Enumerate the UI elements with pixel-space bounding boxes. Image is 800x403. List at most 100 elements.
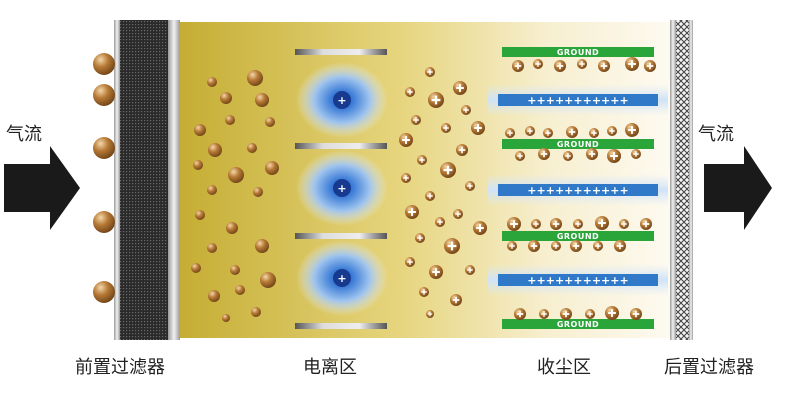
charge-symbol (463, 107, 469, 113)
ionizer-plate (295, 49, 387, 55)
post-filter-caption: 后置过滤器 (664, 357, 754, 378)
charge-symbol (632, 310, 640, 318)
charge-symbol (421, 289, 427, 295)
dust-particle (93, 84, 115, 106)
charge-symbol (403, 175, 409, 181)
dust-particle (195, 210, 205, 220)
charge-symbol (456, 84, 464, 92)
charge-symbol (591, 130, 597, 136)
charge-symbol (565, 153, 571, 159)
charged-plate (498, 94, 658, 106)
charge-symbol (417, 235, 423, 241)
charged-plate-label: +++++++++++ (527, 184, 628, 197)
charge-symbol (598, 219, 606, 227)
charge-symbol (628, 126, 636, 134)
charge-symbol (595, 243, 601, 249)
collection-zone-caption: 收尘区 (537, 357, 591, 378)
dust-particle (251, 307, 261, 317)
ground-plate-label: GROUND (557, 140, 599, 149)
charge-symbol (556, 62, 564, 70)
charge-symbol (407, 259, 413, 265)
charge-symbol (443, 125, 449, 131)
charge-symbol (413, 117, 419, 123)
charge-symbol (516, 310, 524, 318)
charge-symbol (610, 152, 618, 160)
ionization-zone-caption: 电离区 (303, 357, 357, 378)
charge-symbol (407, 89, 413, 95)
charge-symbol (545, 130, 551, 136)
charge-symbol (553, 243, 559, 249)
dust-particle (225, 115, 235, 125)
charge-symbol (476, 224, 484, 232)
dust-particle (253, 187, 263, 197)
right-arrow-icon (4, 146, 80, 230)
charge-symbol (514, 62, 522, 70)
ion-wire (333, 91, 351, 109)
charge-symbol (402, 136, 410, 144)
ground-plate-label: GROUND (557, 48, 599, 57)
ionizer-plate (295, 233, 387, 239)
dust-particle (93, 53, 115, 75)
dust-particle (222, 314, 230, 322)
charge-symbol (562, 310, 570, 318)
ion-symbol: + (337, 272, 346, 285)
charge-symbol (588, 150, 596, 158)
charge-symbol (517, 153, 523, 159)
ground-plate (502, 231, 654, 241)
charged-plate-label: +++++++++++ (527, 274, 628, 287)
ionization-electrodes: +++ (295, 49, 388, 329)
charge-symbol (568, 128, 576, 136)
dust-particle (194, 124, 206, 136)
charge-symbol (642, 220, 650, 228)
dust-particle (207, 243, 217, 253)
charge-symbol (530, 242, 538, 250)
ground-plate-label: GROUND (557, 232, 599, 241)
charge-symbol (587, 311, 593, 317)
charge-symbol (572, 242, 580, 250)
dust-particle (207, 185, 217, 195)
charge-symbol (628, 60, 636, 68)
dust-particle (247, 143, 257, 153)
dust-particle (226, 222, 238, 234)
airflow-in-label: 气流 (6, 124, 42, 145)
dust-particle (260, 272, 276, 288)
ionizer-plate (295, 143, 387, 149)
ground-plate-label: GROUND (557, 320, 599, 329)
ion-wire (333, 269, 351, 287)
ion-symbol: + (337, 182, 346, 195)
ground-plate (502, 319, 654, 329)
pre-filter-caption: 前置过滤器 (75, 357, 165, 378)
charge-symbol (616, 242, 624, 250)
dust-particle (235, 285, 245, 295)
charge-symbol (474, 124, 482, 132)
dust-particle (265, 117, 275, 127)
charge-symbol (432, 268, 440, 276)
charge-symbol (575, 221, 581, 227)
charge-symbol (458, 146, 466, 154)
dust-particle (93, 211, 115, 233)
charge-symbol (533, 221, 539, 227)
charge-symbol (408, 208, 416, 216)
charge-symbol (621, 221, 627, 227)
right-arrow-icon (704, 146, 772, 230)
charge-symbol (419, 157, 425, 163)
collection-plates: GROUND GROUND GROUND GROUND +++++++++++ +++++… (488, 47, 668, 329)
charge-symbol (427, 193, 433, 199)
charge-symbol (467, 183, 473, 189)
charge-symbol (427, 311, 433, 317)
dust-particle (255, 93, 269, 107)
dust-particles (93, 53, 656, 322)
charge-symbol (646, 62, 654, 70)
dust-particle (93, 281, 115, 303)
dust-particle (255, 239, 269, 253)
ground-plate (502, 139, 654, 149)
dust-particle (265, 161, 279, 175)
charge-symbol (541, 311, 547, 317)
dust-particle (208, 143, 222, 157)
charge-symbol (609, 128, 615, 134)
ground-plate (502, 47, 654, 57)
charge-symbol (455, 211, 461, 217)
airflow-out-arrow: 气流 (698, 124, 772, 230)
charge-symbol (552, 220, 560, 228)
